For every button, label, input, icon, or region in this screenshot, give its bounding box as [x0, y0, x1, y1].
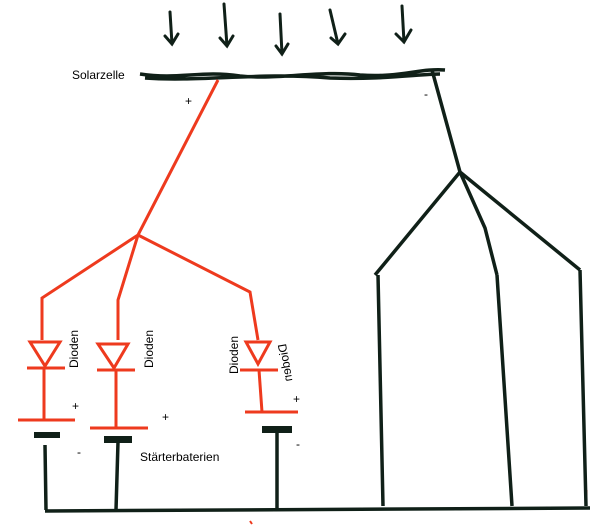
diode-1	[18, 340, 75, 422]
battery-1-plus: +	[72, 399, 80, 413]
arrow-icon	[163, 10, 180, 47]
battery-3-plate	[262, 426, 292, 433]
solar-plus-label: +	[185, 94, 193, 108]
solar-cell-label: Solarzelle	[72, 68, 125, 82]
sunlight-arrows	[163, 2, 413, 57]
battery-negative-plates	[34, 426, 292, 443]
arrow-icon	[218, 2, 235, 49]
battery-2-plate	[104, 436, 132, 443]
diode-3-label: Dioden	[227, 335, 241, 374]
diode-2-label: Dioden	[142, 329, 156, 368]
battery-1-minus: -	[77, 445, 81, 459]
negative-wiring	[43, 69, 591, 513]
battery-1-plate	[34, 432, 60, 438]
diode-3	[240, 340, 298, 414]
diode-1-label: Dioden	[67, 329, 81, 368]
batteries-label: Stärterbaterien	[140, 450, 220, 464]
arrow-icon	[328, 8, 347, 47]
diode-2	[90, 342, 148, 430]
arrow-icon	[394, 4, 413, 45]
solar-cell	[139, 67, 446, 81]
red-mark	[249, 520, 253, 525]
solar-minus-label: -	[424, 87, 428, 101]
battery-2-plus: +	[162, 410, 170, 424]
arrow-icon	[274, 12, 290, 57]
battery-3-minus: -	[296, 437, 300, 451]
battery-3-plus: +	[293, 392, 301, 406]
positive-wiring	[18, 79, 588, 525]
